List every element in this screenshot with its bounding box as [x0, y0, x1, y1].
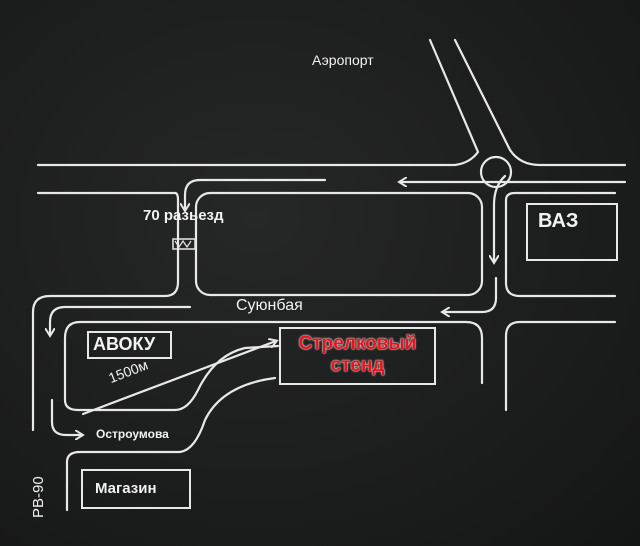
- inner-loop: [63, 320, 280, 412]
- airport-label: Аэропорт: [312, 52, 374, 68]
- road-east-upper: [504, 191, 617, 298]
- crossing-label: 70 разьезд: [143, 207, 224, 224]
- shop-label: Магазин: [95, 480, 157, 497]
- road-east-lower: [504, 320, 617, 412]
- city-block: [194, 191, 484, 297]
- arrow-to-suyunbaya: [443, 276, 498, 312]
- railway-crossing-hatch: [174, 239, 192, 249]
- airport-road-right: [453, 38, 627, 167]
- distance-arrow: [81, 341, 276, 416]
- target-box: [279, 327, 436, 385]
- ostroumova-label: Остроумова: [96, 427, 169, 441]
- airport-road-left: [36, 38, 480, 167]
- road-rv90-label: РВ-90: [30, 476, 47, 518]
- suyunbaya-label: Суюнбая: [236, 297, 303, 314]
- vaz-box: [526, 203, 618, 261]
- railway-crossing-icon: [172, 238, 196, 250]
- roundabout: [479, 155, 513, 189]
- road-north-upper: [31, 191, 180, 432]
- arrow-to-crossing: [185, 178, 327, 210]
- target-label-line2: стенд: [330, 355, 385, 376]
- target-label: Стрелковый стенд: [282, 333, 433, 377]
- suyunbaya-south-edge: [78, 320, 484, 385]
- vaz-label: ВАЗ: [538, 210, 579, 232]
- target-label-line1: Стрелковый: [298, 333, 417, 354]
- arrow-suyunbaya-west: [50, 305, 192, 335]
- avoku-label: АВОКУ: [93, 334, 156, 354]
- avoku-box: [87, 331, 172, 359]
- arrow-ostroumova: [50, 398, 82, 435]
- arrow-down-right: [494, 174, 507, 262]
- ostroumova-road: [65, 376, 277, 512]
- shop-box: [81, 469, 191, 509]
